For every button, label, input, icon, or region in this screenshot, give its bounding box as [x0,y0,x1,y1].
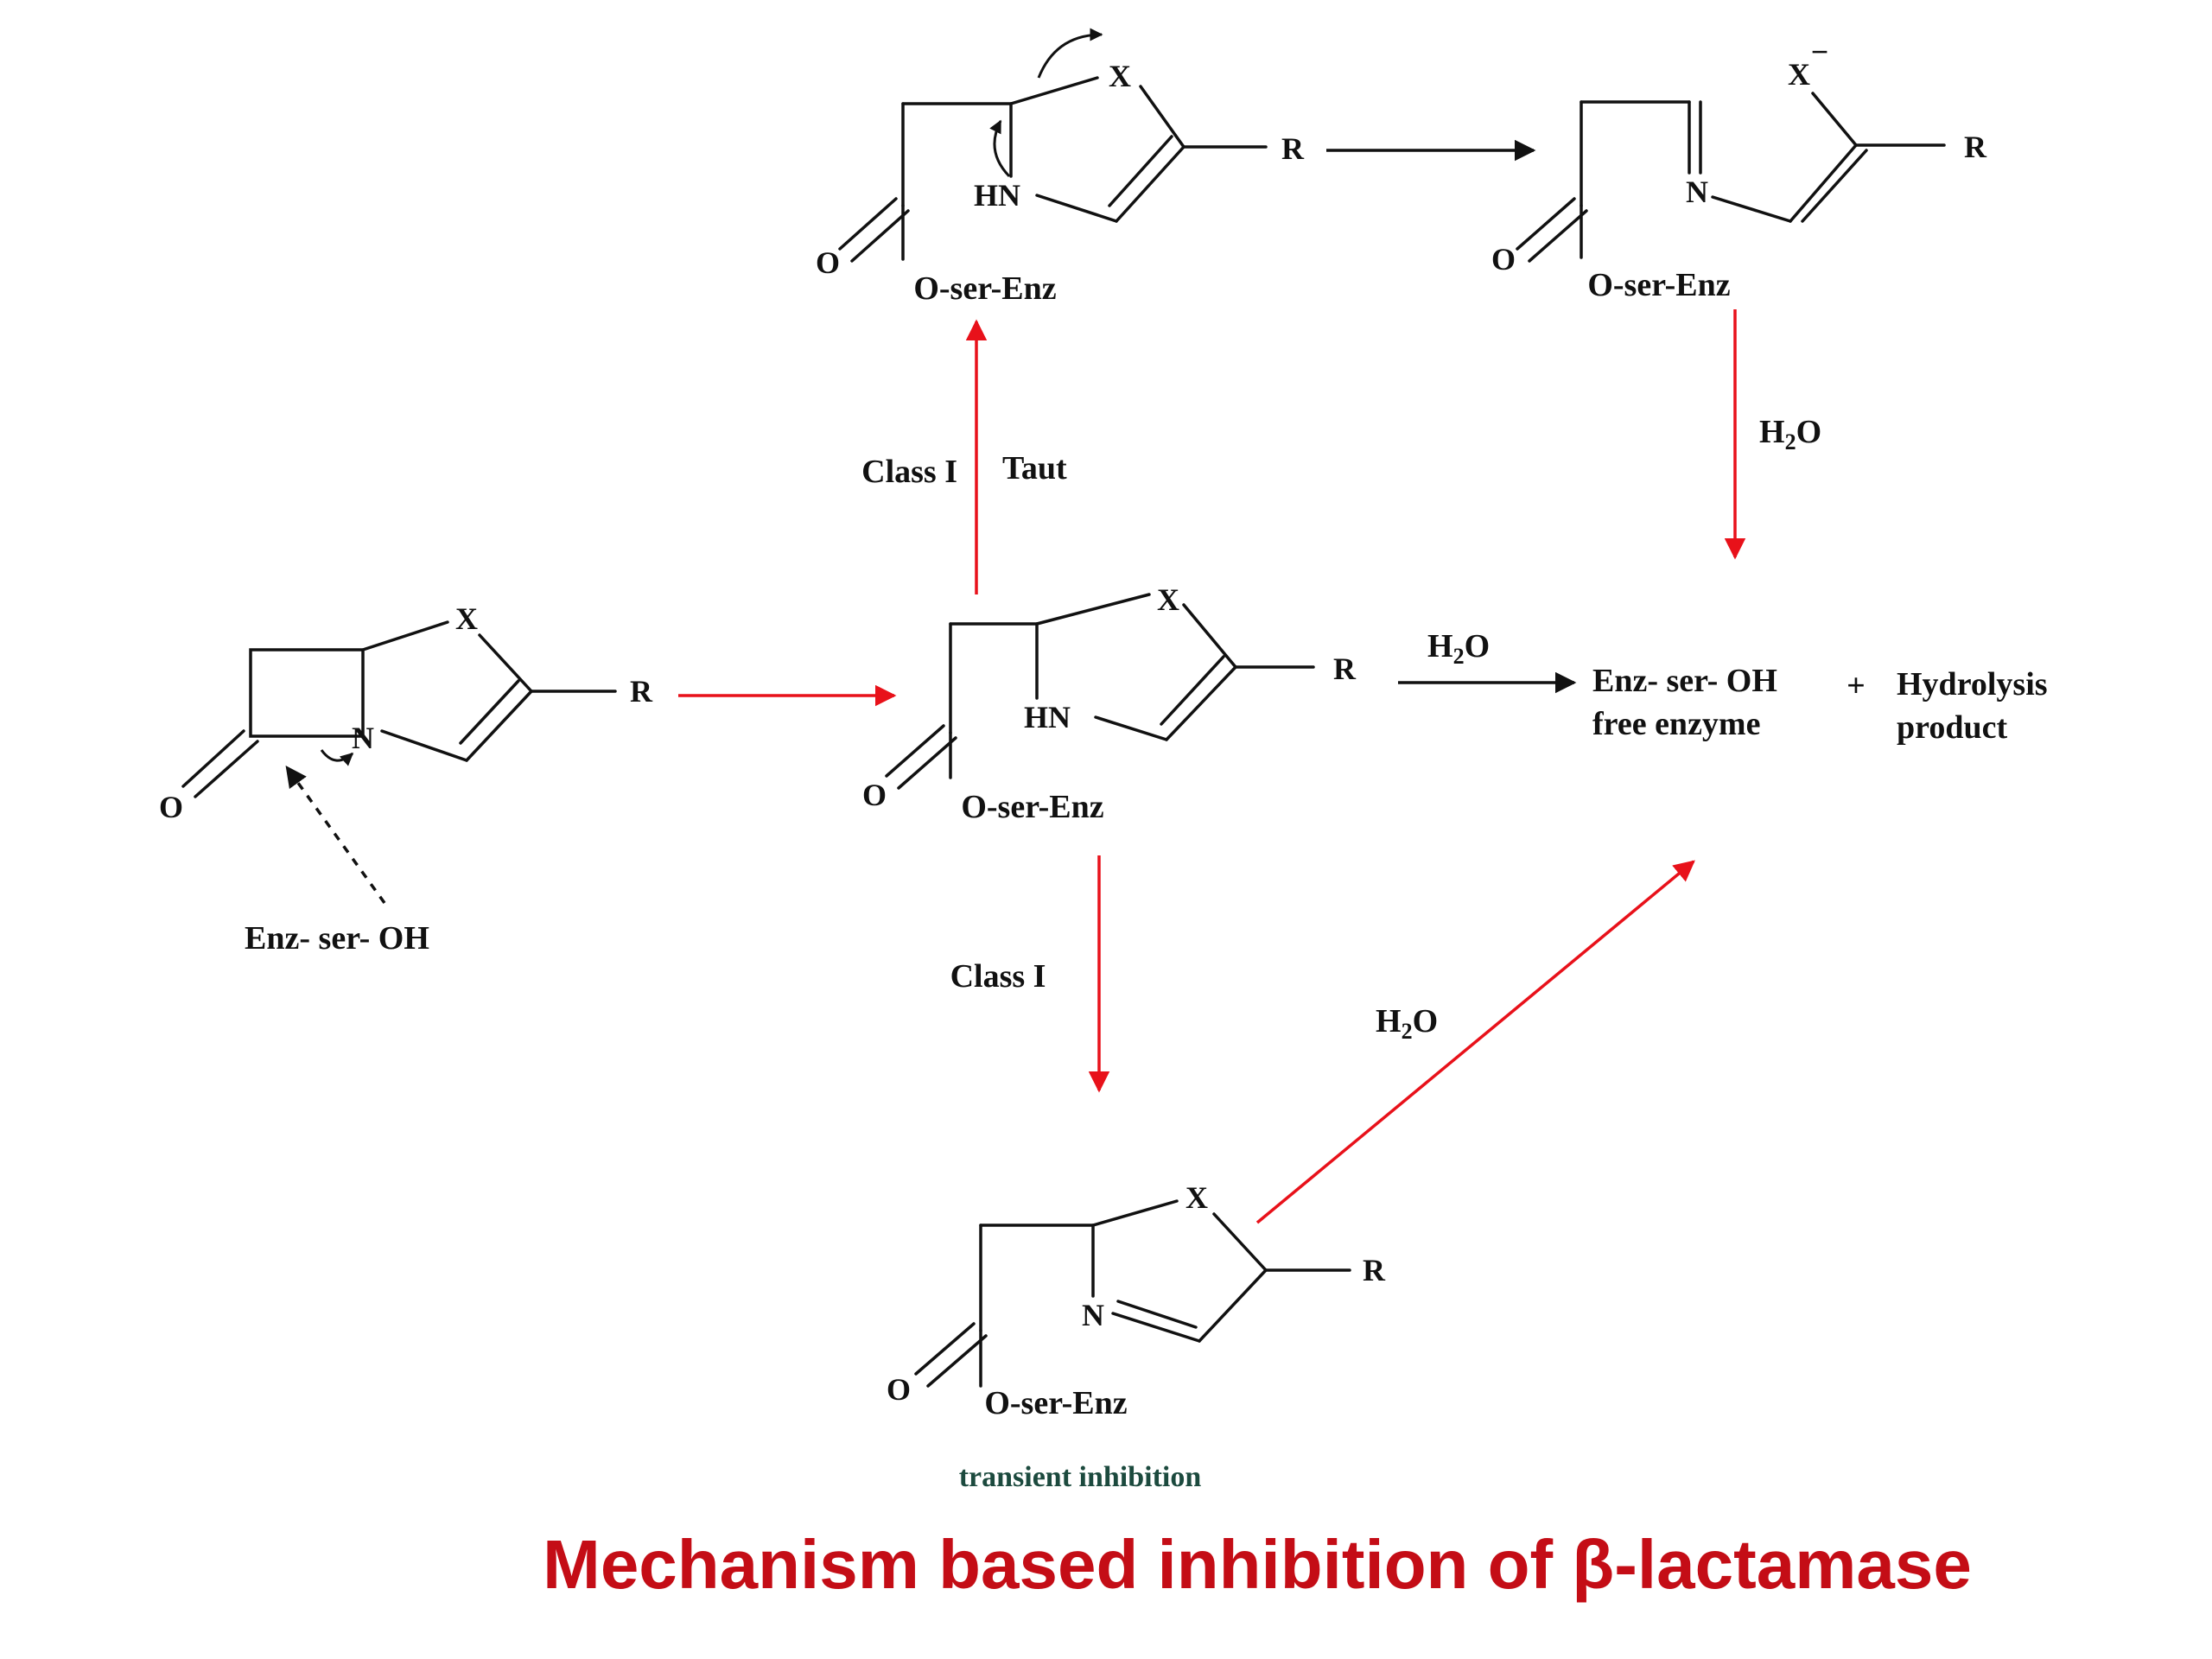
atom-o: O [159,790,183,824]
structure-transient-inhibitor: X N R O O-ser-Enz transient inhibition [887,1180,1386,1493]
atom-n: N [352,721,374,755]
h2o-label-center: H2O [1427,628,1490,669]
atom-o: O [1491,242,1516,276]
atom-x-minus: X [1788,57,1810,92]
o-ser-enz-label: O-ser-Enz [913,270,1056,307]
products: Enz- ser- OH free enzyme + Hydrolysis pr… [1592,663,2048,746]
structure-acyl-enzyme: X HN R O O-ser-Enz [862,582,1357,825]
atom-r: R [1964,130,1987,164]
structure-beta-lactam: X N R O Enz- ser- OH [159,601,653,957]
atom-n: N [1082,1298,1104,1332]
atom-hn: HN [1024,700,1071,734]
o-ser-enz-label: O-ser-Enz [961,789,1103,825]
structure-imine: X − N R O O-ser-Enz [1491,35,1987,303]
page-title: Mechanism based inhibition of β-lactamas… [543,1526,1972,1603]
atom-x: X [1109,59,1131,93]
atom-r: R [1333,652,1357,686]
o-ser-enz-label: O-ser-Enz [1587,267,1730,303]
enz-ser-oh-label: Enz- ser- OH [245,920,429,957]
atom-o: O [887,1372,911,1407]
atom-hn: HN [974,178,1020,213]
charge-minus: − [1811,35,1829,69]
h2o-label-right: H2O [1759,414,1821,454]
atom-x: X [1185,1180,1208,1215]
atom-r: R [630,674,653,709]
atom-r: R [1281,131,1305,166]
atom-o: O [862,778,887,812]
plus-sign: + [1847,668,1866,704]
atom-n: N [1686,175,1708,209]
atom-r: R [1363,1253,1386,1287]
taut-label: Taut [1002,450,1067,486]
hydrolysis-label: Hydrolysis [1897,666,2048,702]
atom-x: X [455,601,478,636]
enz-ser-oh-product: Enz- ser- OH [1592,663,1777,699]
atom-o: O [816,245,840,280]
transient-inhibition-label: transient inhibition [959,1461,1202,1493]
class-i-label: Class I [861,454,957,490]
free-enzyme-label: free enzyme [1592,706,1760,742]
atom-x: X [1157,582,1179,617]
arrow-hydrolysis-transient [1255,860,1695,1224]
class-i-label-lower: Class I [950,958,1046,995]
product-label: product [1897,709,2007,746]
structure-tautomer: X HN R O O-ser-Enz [816,28,1305,307]
h2o-label-bottom: H2O [1376,1003,1438,1044]
o-ser-enz-label: O-ser-Enz [984,1385,1127,1421]
